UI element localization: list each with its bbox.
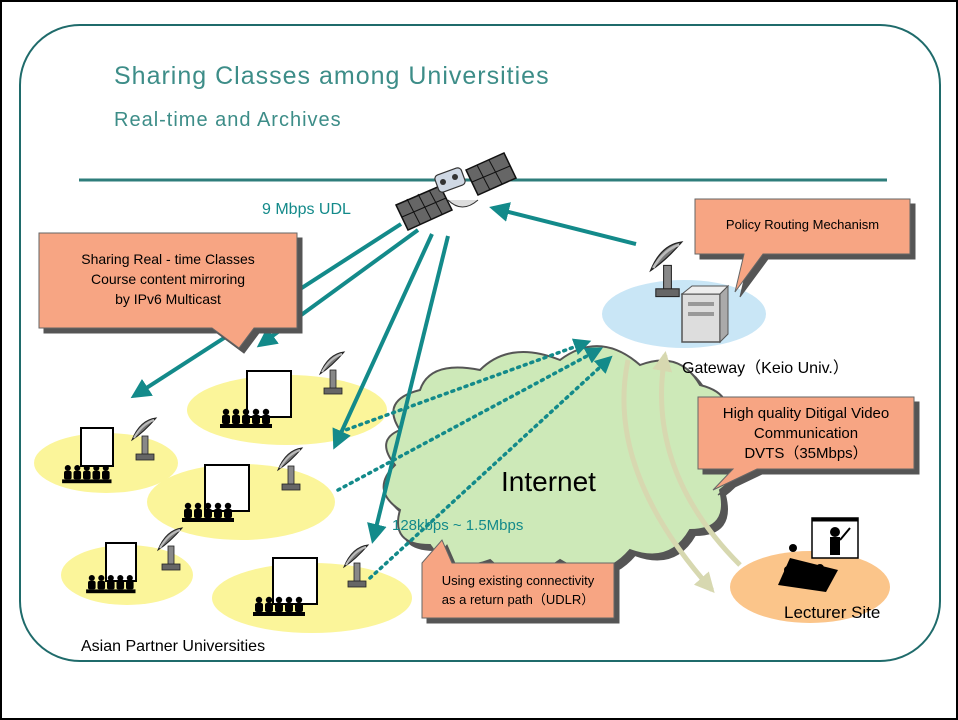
content-frame <box>19 24 941 662</box>
hq-line-1: High quality Ditigal Video <box>722 405 890 422</box>
return-callout-text: Using existing connectivity as a return … <box>422 571 614 609</box>
hq-video-callout <box>697 396 915 491</box>
return-path-callout <box>421 539 615 619</box>
sharing-callout <box>38 232 298 349</box>
partner-site-4 <box>61 527 193 605</box>
hq-line-3: DVTS（35Mbps） <box>744 445 868 462</box>
downlink-arrow-4 <box>367 235 450 544</box>
return-arrow-3 <box>368 355 613 580</box>
return-arrow-1 <box>338 338 592 434</box>
internet-cloud <box>382 345 741 576</box>
downlink-arrow-3 <box>332 233 434 450</box>
sharing-line-3: by IPv6 Multicast <box>115 291 221 307</box>
gateway-label: Gateway（Keio Univ.） <box>682 360 849 377</box>
partner-site-3 <box>147 447 335 540</box>
satellite-icon <box>394 152 518 231</box>
sharing-line-1: Sharing Real - time Classes <box>81 251 255 267</box>
uplink-arrow <box>489 202 637 246</box>
return-arrow-2 <box>336 347 604 492</box>
hq-callout-text: High quality Ditigal Video Communication… <box>698 404 914 464</box>
return-line-1: Using existing connectivity <box>441 573 595 588</box>
dvts-arrow-up <box>652 351 742 567</box>
partner-site-5 <box>212 544 412 633</box>
partner-site-1 <box>34 417 178 493</box>
bandwidth-label: 128kbps ~ 1.5Mbps <box>392 517 524 534</box>
return-line-2: as a return path（UDLR） <box>441 592 595 607</box>
slide-title: Sharing Classes among Universities <box>114 62 550 90</box>
lecturer-label: Lecturer Site <box>784 603 881 622</box>
udl-label: 9 Mbps UDL <box>262 201 351 218</box>
internet-label: Internet <box>501 466 596 497</box>
sharing-line-2: Course content mirroring <box>90 271 246 287</box>
server-icon <box>680 284 730 344</box>
lecturer-icon <box>778 517 859 592</box>
slide-subtitle: Real-time and Archives <box>114 109 342 131</box>
dvts-arrow-down <box>621 359 715 593</box>
policy-callout-text: Policy Routing Mechanism <box>725 217 880 232</box>
policy-callout <box>694 198 911 293</box>
asian-universities-label: Asian Partner Universities <box>81 638 266 655</box>
sharing-callout-text: Sharing Real - time Classes Course conte… <box>39 249 297 309</box>
hq-line-2: Communication <box>753 425 859 442</box>
